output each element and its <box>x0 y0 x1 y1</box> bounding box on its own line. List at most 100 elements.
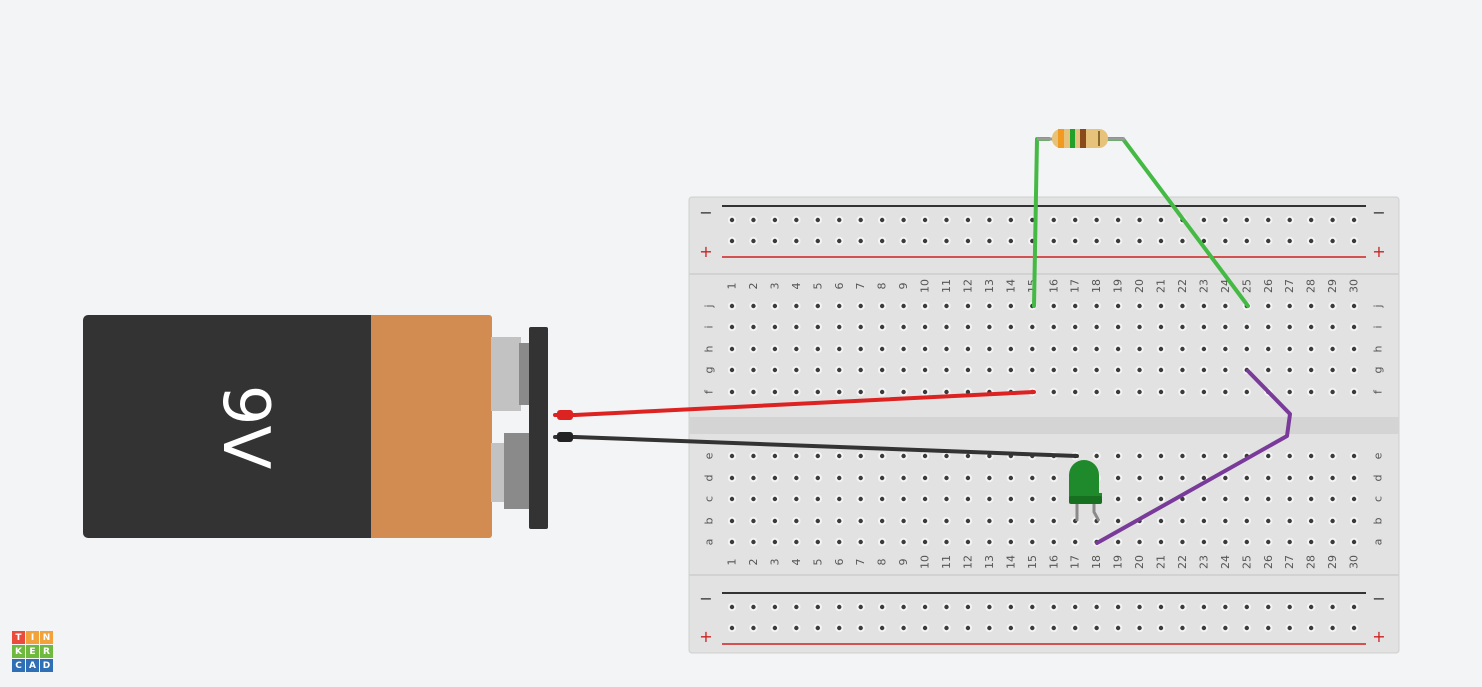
breadboard-hole[interactable] <box>835 215 844 225</box>
breadboard-hole[interactable] <box>1328 623 1337 633</box>
breadboard-hole[interactable] <box>1306 365 1316 375</box>
breadboard-hole[interactable] <box>942 236 951 246</box>
breadboard-hole[interactable] <box>1199 387 1209 397</box>
breadboard-hole[interactable] <box>1306 301 1316 311</box>
breadboard-hole[interactable] <box>963 623 973 633</box>
breadboard-hole[interactable] <box>1028 516 1037 526</box>
breadboard-hole[interactable] <box>813 387 822 397</box>
breadboard-hole[interactable] <box>1113 301 1123 311</box>
breadboard-hole[interactable] <box>1113 344 1123 354</box>
breadboard-hole[interactable] <box>1328 516 1337 526</box>
breadboard-hole[interactable] <box>1006 537 1016 547</box>
breadboard-hole[interactable] <box>835 494 844 504</box>
breadboard-hole[interactable] <box>1028 537 1037 547</box>
breadboard-hole[interactable] <box>813 451 822 461</box>
breadboard-hole[interactable] <box>1092 322 1101 332</box>
breadboard-hole[interactable] <box>963 537 973 547</box>
breadboard-hole[interactable] <box>1178 301 1187 311</box>
breadboard-hole[interactable] <box>1285 494 1294 504</box>
breadboard-hole[interactable] <box>1199 537 1209 547</box>
breadboard-hole[interactable] <box>1156 322 1166 332</box>
breadboard-hole[interactable] <box>1349 365 1359 375</box>
breadboard-hole[interactable] <box>942 215 951 225</box>
breadboard-hole[interactable] <box>1156 473 1166 483</box>
breadboard-hole[interactable] <box>1264 215 1273 225</box>
breadboard-hole[interactable] <box>963 365 973 375</box>
breadboard-hole[interactable] <box>1199 322 1209 332</box>
breadboard-hole[interactable] <box>856 215 865 225</box>
breadboard-hole[interactable] <box>985 473 994 483</box>
breadboard-hole[interactable] <box>1006 623 1016 633</box>
breadboard-hole[interactable] <box>1306 623 1316 633</box>
breadboard-hole[interactable] <box>985 494 994 504</box>
breadboard-hole[interactable] <box>920 301 930 311</box>
breadboard-hole[interactable] <box>770 537 780 547</box>
breadboard-hole[interactable] <box>1156 516 1166 526</box>
breadboard-hole[interactable] <box>1221 494 1230 504</box>
breadboard-hole[interactable] <box>727 215 737 225</box>
breadboard-hole[interactable] <box>942 301 951 311</box>
breadboard-hole[interactable] <box>985 623 994 633</box>
breadboard-hole[interactable] <box>1242 602 1252 612</box>
breadboard-hole[interactable] <box>877 387 887 397</box>
breadboard-hole[interactable] <box>877 623 887 633</box>
breadboard-hole[interactable] <box>963 473 973 483</box>
breadboard-hole[interactable] <box>770 451 780 461</box>
breadboard-hole[interactable] <box>1221 322 1230 332</box>
breadboard-hole[interactable] <box>792 451 801 461</box>
breadboard-hole[interactable] <box>1135 623 1144 633</box>
breadboard-hole[interactable] <box>1306 387 1316 397</box>
breadboard-hole[interactable] <box>899 494 908 504</box>
breadboard-hole[interactable] <box>1285 451 1294 461</box>
breadboard-hole[interactable] <box>749 322 758 332</box>
breadboard-hole[interactable] <box>1006 516 1016 526</box>
breadboard-hole[interactable] <box>1092 236 1101 246</box>
breadboard-hole[interactable] <box>727 236 737 246</box>
breadboard-hole[interactable] <box>1113 473 1123 483</box>
breadboard-hole[interactable] <box>1242 387 1252 397</box>
breadboard-hole[interactable] <box>942 494 951 504</box>
breadboard-hole[interactable] <box>920 602 930 612</box>
breadboard-hole[interactable] <box>899 516 908 526</box>
breadboard-hole[interactable] <box>835 537 844 547</box>
breadboard-hole[interactable] <box>1178 365 1187 375</box>
breadboard-hole[interactable] <box>1156 623 1166 633</box>
breadboard-hole[interactable] <box>1285 322 1294 332</box>
breadboard-hole[interactable] <box>1049 215 1058 225</box>
breadboard-hole[interactable] <box>856 451 865 461</box>
breadboard-hole[interactable] <box>920 537 930 547</box>
breadboard-hole[interactable] <box>942 473 951 483</box>
breadboard-hole[interactable] <box>835 301 844 311</box>
breadboard-hole[interactable] <box>1135 473 1144 483</box>
breadboard-hole[interactable] <box>1113 494 1123 504</box>
breadboard-hole[interactable] <box>1221 623 1230 633</box>
breadboard-hole[interactable] <box>1049 473 1058 483</box>
breadboard-hole[interactable] <box>1113 602 1123 612</box>
breadboard-hole[interactable] <box>1135 387 1144 397</box>
breadboard-hole[interactable] <box>1071 236 1080 246</box>
breadboard-hole[interactable] <box>1178 516 1187 526</box>
breadboard-hole[interactable] <box>1113 623 1123 633</box>
breadboard-hole[interactable] <box>1006 322 1016 332</box>
breadboard-hole[interactable] <box>1264 623 1273 633</box>
breadboard-hole[interactable] <box>792 623 801 633</box>
breadboard-hole[interactable] <box>1178 236 1187 246</box>
breadboard-hole[interactable] <box>792 215 801 225</box>
breadboard-hole[interactable] <box>1156 344 1166 354</box>
breadboard-hole[interactable] <box>877 537 887 547</box>
breadboard-hole[interactable] <box>877 344 887 354</box>
breadboard-hole[interactable] <box>813 516 822 526</box>
breadboard-hole[interactable] <box>942 516 951 526</box>
breadboard-hole[interactable] <box>1221 473 1230 483</box>
breadboard-hole[interactable] <box>877 602 887 612</box>
breadboard-hole[interactable] <box>1242 322 1252 332</box>
breadboard-hole[interactable] <box>856 387 865 397</box>
breadboard-hole[interactable] <box>856 236 865 246</box>
breadboard-hole[interactable] <box>963 494 973 504</box>
breadboard-hole[interactable] <box>1071 602 1080 612</box>
breadboard-hole[interactable] <box>813 301 822 311</box>
breadboard-hole[interactable] <box>1349 451 1359 461</box>
breadboard-hole[interactable] <box>899 623 908 633</box>
breadboard-hole[interactable] <box>1221 344 1230 354</box>
breadboard-hole[interactable] <box>1156 236 1166 246</box>
